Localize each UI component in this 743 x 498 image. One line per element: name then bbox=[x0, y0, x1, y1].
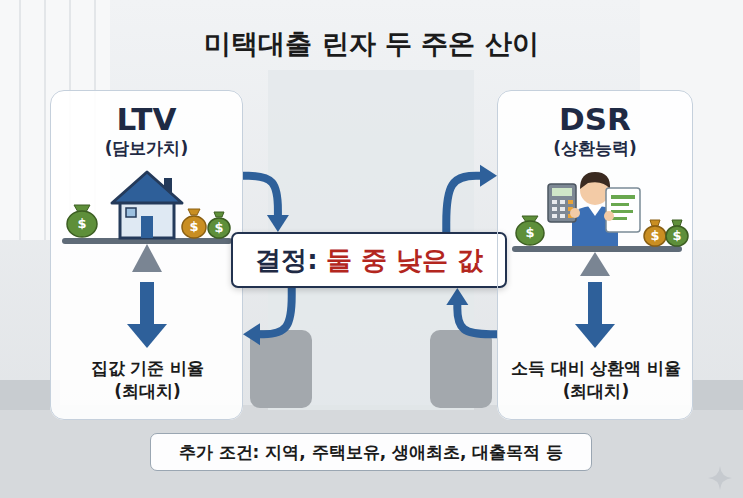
down-arrow-head bbox=[575, 324, 615, 348]
calculator-key bbox=[552, 207, 557, 211]
sparkle-mark bbox=[708, 466, 732, 490]
panel-subheading: (담보가치) bbox=[51, 137, 242, 159]
scale-beam bbox=[512, 246, 682, 252]
calculator-key bbox=[552, 214, 557, 218]
arrow-head bbox=[480, 165, 497, 187]
money-bag bbox=[67, 211, 97, 237]
blind-slat bbox=[44, 0, 46, 240]
money-bag-neck bbox=[214, 212, 224, 217]
calculator-key bbox=[560, 200, 565, 204]
money-bag bbox=[644, 226, 666, 246]
dsr-panel: DSR(상환능력) 소득 대비 상환액 비율 (최대치) bbox=[497, 90, 693, 420]
money-bag bbox=[208, 218, 230, 238]
person-hand bbox=[604, 211, 614, 221]
house-body bbox=[120, 200, 174, 238]
money-bag bbox=[182, 216, 206, 238]
person-hand bbox=[570, 208, 580, 218]
currency-sign: $ bbox=[645, 228, 665, 244]
document bbox=[606, 188, 640, 232]
currency-sign: $ bbox=[667, 228, 687, 244]
scale-fulcrum bbox=[132, 244, 162, 272]
flow-arrow-group bbox=[446, 288, 497, 334]
money-bag bbox=[666, 226, 688, 246]
decision-value: 둘 중 낮은 값 bbox=[326, 243, 483, 277]
flow-arrow bbox=[446, 176, 482, 232]
panel-description: 소득 대비 상환액 비율 (최대치) bbox=[506, 357, 686, 403]
decision-box: 결정: 둘 중 낮은 값 bbox=[231, 232, 507, 288]
office-desk bbox=[690, 380, 743, 410]
money-bag bbox=[516, 221, 544, 245]
flow-arrow bbox=[258, 288, 292, 334]
down-arrow-head bbox=[127, 324, 167, 348]
panel-description: 집값 기준 비율 (최대치) bbox=[78, 357, 218, 403]
calculator-key bbox=[568, 200, 573, 204]
house-door bbox=[141, 216, 153, 238]
calculator-screen bbox=[552, 188, 572, 196]
flow-arrow-group bbox=[243, 288, 292, 345]
title: 미택대출 린자 두 주온 산이 bbox=[0, 26, 743, 62]
money-bag-neck bbox=[650, 220, 660, 226]
panel-heading: DSR bbox=[498, 101, 692, 137]
flow-arrow bbox=[457, 303, 497, 334]
condition-note: 추가 조건: 지역, 주택보유, 생애최초, 대출목적 등 bbox=[150, 433, 592, 471]
down-arrow-shaft bbox=[140, 282, 154, 326]
office-chair bbox=[430, 330, 492, 408]
calculator-key bbox=[560, 214, 565, 218]
flow-arrow-group bbox=[243, 176, 289, 232]
arrow-head bbox=[267, 215, 289, 232]
currency-sign: $ bbox=[520, 225, 540, 241]
panel-fill bbox=[497, 90, 693, 420]
document-line bbox=[611, 195, 635, 199]
document-line bbox=[611, 210, 633, 213]
arrow-head bbox=[243, 323, 260, 345]
ltv-panel: LTV(담보가치) 집값 기준 비율 (최대치) bbox=[50, 90, 243, 420]
calculator-key bbox=[560, 207, 565, 211]
arrow-head bbox=[446, 288, 468, 305]
money-bag-neck bbox=[672, 220, 682, 226]
note-text: 추가 조건: 지역, 주택보유, 생애최초, 대출목적 등 bbox=[165, 440, 577, 464]
money-bag-neck bbox=[188, 209, 200, 215]
down-arrow-shaft bbox=[588, 282, 602, 326]
panel-subheading: (상환능력) bbox=[498, 137, 692, 159]
document-line bbox=[611, 203, 629, 206]
currency-sign: $ bbox=[72, 216, 92, 232]
scale-fulcrum bbox=[580, 252, 610, 276]
house-window bbox=[126, 208, 136, 217]
calculator-key bbox=[552, 200, 557, 204]
panel-fill bbox=[50, 90, 243, 420]
panel-heading: LTV bbox=[51, 101, 242, 137]
person-hair bbox=[580, 172, 610, 189]
blind-slat bbox=[19, 0, 21, 240]
house-roof bbox=[112, 172, 182, 203]
flow-arrow-group bbox=[446, 165, 497, 232]
currency-sign: $ bbox=[209, 220, 229, 236]
flow-arrow bbox=[243, 176, 278, 217]
person-collar bbox=[588, 206, 602, 216]
currency-sign: $ bbox=[184, 219, 204, 235]
decision-label: 결정: bbox=[255, 243, 317, 277]
